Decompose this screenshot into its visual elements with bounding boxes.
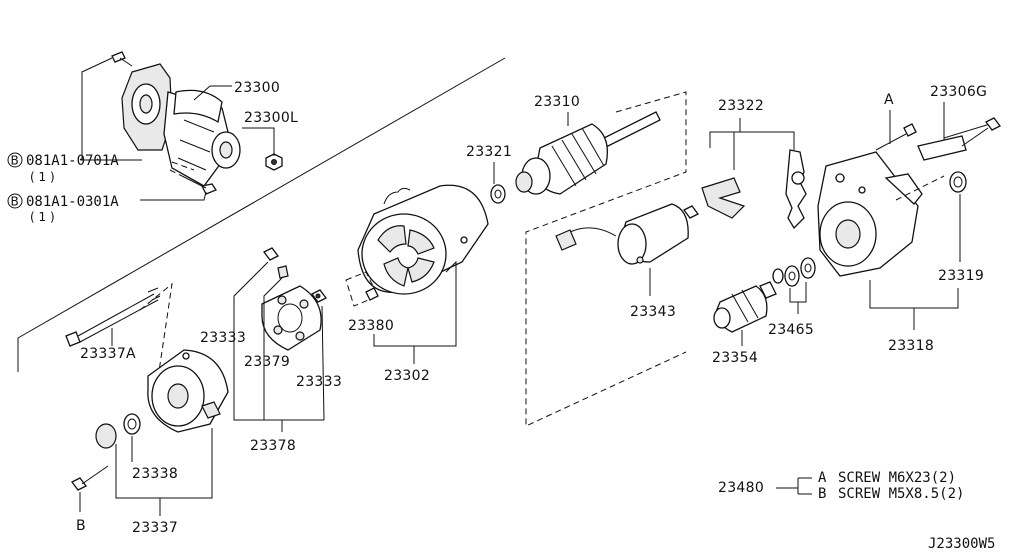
label-brush-2: 23333 [296, 374, 342, 390]
legend-b-text: SCREW M5X8.5(2) [838, 486, 964, 502]
rear-bushing-drawing [95, 413, 141, 449]
label-through-bolt: 23337A [80, 346, 136, 362]
armature-drawing [515, 111, 661, 195]
circle-b-marker-1 [7, 152, 23, 168]
housing-drawing [817, 151, 923, 277]
circle-b-letter-2: B [11, 195, 19, 209]
legend-a-text: SCREW M6X23(2) [838, 470, 956, 486]
label-armature: 23310 [534, 94, 580, 110]
label-starter-assy: 23300 [234, 80, 280, 96]
circle-b-marker-2 [7, 193, 23, 209]
label-washer-set: 23465 [768, 322, 814, 338]
screw-kit-drawing [917, 117, 1001, 161]
solenoid-drawing [555, 203, 699, 265]
screw-a-drawing [875, 123, 917, 151]
label-screw-kit: 23306G [930, 84, 987, 100]
label-bolt-a-code: 081A1-0701A [26, 153, 119, 169]
brush-holder-drawing [261, 285, 322, 351]
label-bolt-b-code: 081A1-0301A [26, 194, 119, 210]
armature-dash-box [525, 91, 687, 427]
legend-b-letter: B [818, 486, 826, 502]
washer-drawing [490, 184, 506, 204]
pinion-drawing [713, 281, 777, 333]
separator-line [17, 57, 506, 372]
label-bushing: 23319 [938, 268, 984, 284]
bushing-drawing [949, 171, 967, 193]
label-bolt-a-qty: ( 1 ) [30, 170, 55, 184]
rear-cover-drawing [147, 349, 229, 433]
through-bolt-drawing [65, 287, 161, 347]
lever-drawing [701, 149, 807, 230]
label-lever-set: 23322 [718, 98, 764, 114]
label-bolt-b-qty: ( 1 ) [30, 210, 55, 224]
label-brush: 23333 [200, 330, 246, 346]
label-solenoid: 23343 [630, 304, 676, 320]
diagram-code: J23300W5 [928, 536, 995, 552]
washer-set-drawing [772, 257, 816, 287]
label-brush-holder: 23379 [244, 354, 290, 370]
yoke-drawing [357, 184, 489, 295]
label-callout-a: A [884, 92, 894, 108]
label-starter-nut: 23300L [244, 110, 298, 126]
label-rear-bushing: 23338 [132, 466, 178, 482]
label-brush-holder-set: 23378 [250, 438, 296, 454]
legend-a-letter: A [818, 470, 827, 486]
brush-drawing [263, 247, 327, 303]
label-callout-b: B [76, 518, 86, 534]
label-housing: 23318 [888, 338, 934, 354]
label-yoke: 23302 [384, 368, 430, 384]
label-pinion: 23354 [712, 350, 758, 366]
brush-spring-drawing [365, 287, 379, 301]
label-screw-set: 23480 [718, 480, 764, 496]
circle-b-letter-1: B [11, 154, 19, 168]
starter-assembly-drawing [111, 51, 283, 195]
label-brush-spring: 23380 [348, 318, 394, 334]
bolt-b-drawing [71, 465, 109, 491]
label-rear-cover: 23337 [132, 520, 178, 536]
label-washer: 23321 [466, 144, 512, 160]
